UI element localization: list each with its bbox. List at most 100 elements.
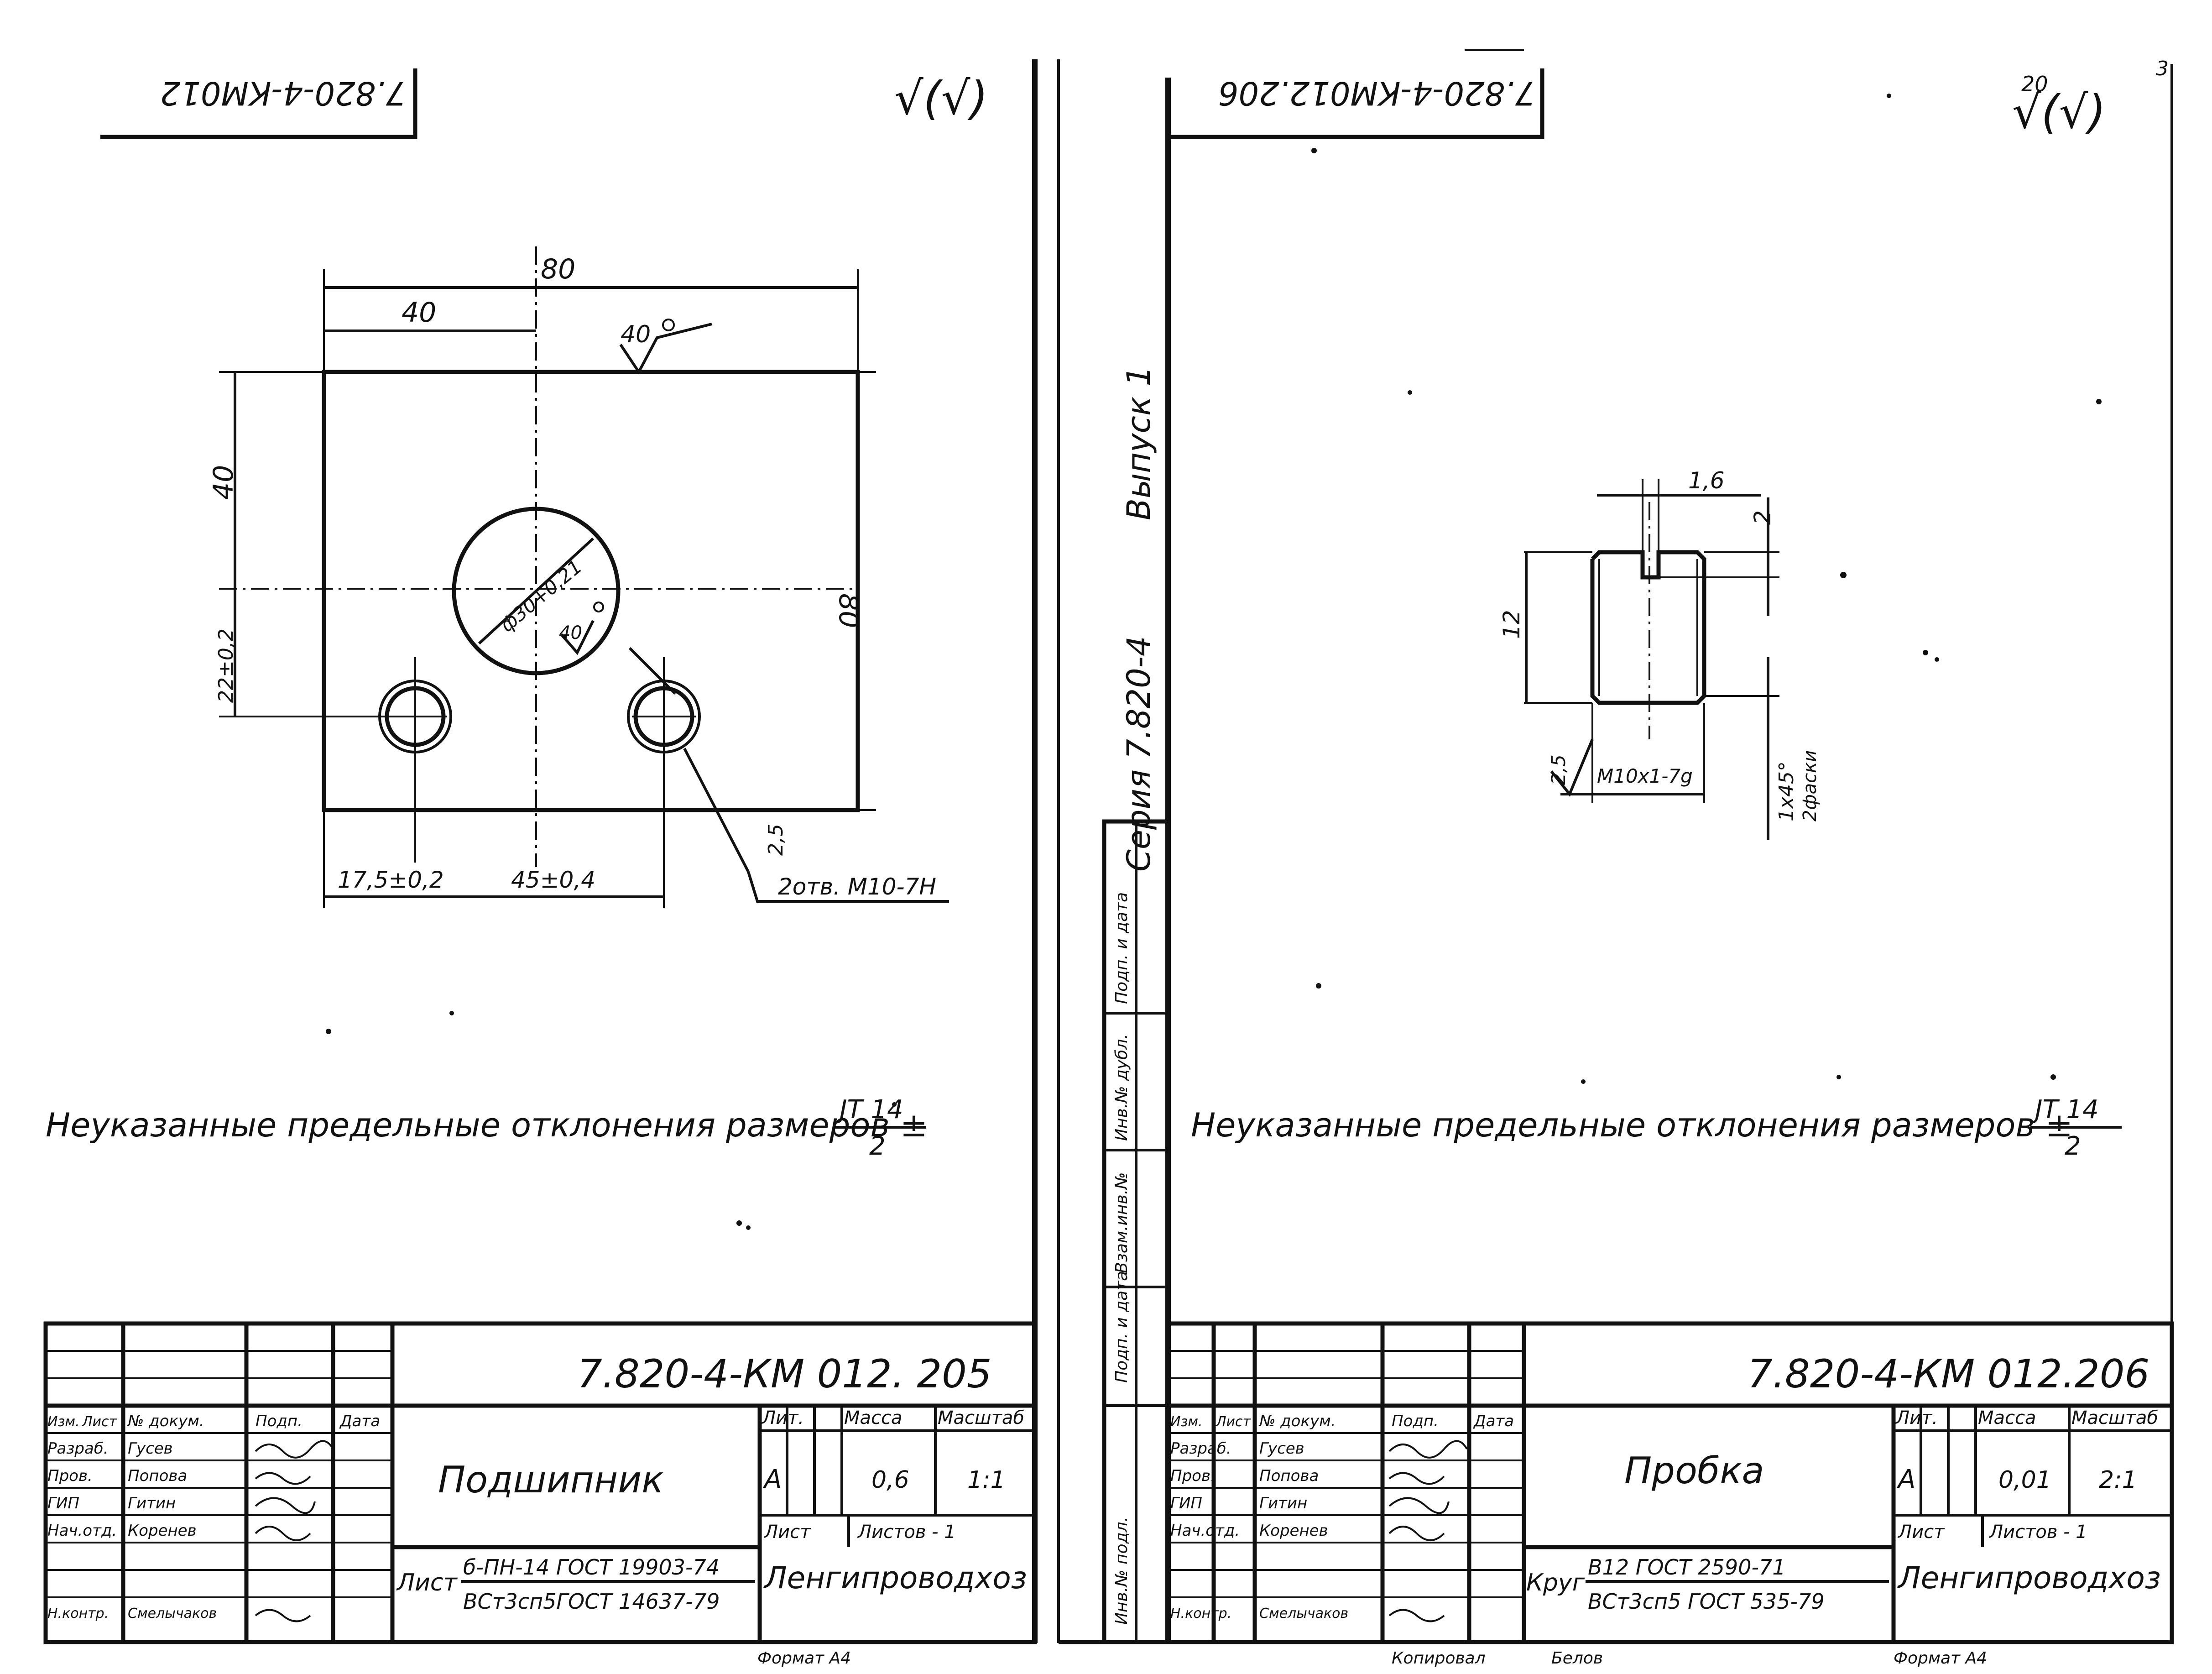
roughness-top: 40 [621, 321, 651, 348]
roughness-num: 20 [2021, 72, 2048, 96]
lit-value: А [1897, 1465, 1915, 1494]
material-bottom: ВСт3сп5 ГОСТ 535-79 [1588, 1589, 1825, 1614]
note-fraction-bottom: 2 [2065, 1131, 2081, 1161]
bearing-plate-drawing: ф30+0,21 80 40 40 80 40 22±0,2 [208, 246, 949, 908]
dim-half-width: 40 [402, 297, 436, 329]
scale-value: 2:1 [2099, 1466, 2137, 1494]
col-docnum: № докум. [1258, 1412, 1336, 1430]
header-scale: Масштаб [2071, 1407, 2158, 1428]
title-block-right: 7.820-4-КМ 012.206 Пробка Лит. Масса Мас… [1166, 1321, 2174, 1668]
tolerance-note-left: Неуказанные предельные отклонения размер… [46, 1095, 928, 1161]
side-stamp-cell: Подп. и дата [1112, 1271, 1131, 1383]
row-role: Пров. [1170, 1467, 1216, 1485]
mass-value: 0,01 [1998, 1466, 2051, 1494]
thread-note: 2отв. М10-7Н [778, 874, 936, 900]
dim-chamfer: 1х45° [1775, 761, 1798, 821]
header-mass: Масса [1978, 1407, 2036, 1428]
page-number: 3 [2156, 57, 2169, 80]
issue-label: Выпуск 1 [1120, 366, 1158, 520]
dim-height-upper: 40 [208, 465, 240, 500]
row-name: Коренев [1259, 1522, 1328, 1540]
note-fraction-bottom: 2 [869, 1131, 886, 1161]
scale-value: 1:1 [967, 1466, 1006, 1494]
title-block-left: 7.820-4-КМ 012. 205 Подшипник Лит. Масса… [43, 1321, 1037, 1668]
row-role: Пров. [47, 1467, 93, 1485]
dim-hole-spacing: 45±0,4 [511, 867, 595, 893]
row-name: Гусев [128, 1439, 173, 1458]
note-fraction-top: JT 14 [2030, 1095, 2099, 1125]
row-role: Разраб. [47, 1439, 109, 1458]
col-sign: Подп. [1392, 1412, 1439, 1430]
scan-specks [326, 94, 2102, 1230]
row-name: Гитин [128, 1494, 176, 1512]
dim-height-total: 80 [833, 593, 865, 628]
col-date: Дата [339, 1412, 380, 1430]
roughness-bore: 40 [559, 623, 582, 643]
side-stamp: Инв.№ подл. Подп. и дата Взам.инв.№ Инв.… [1102, 819, 1170, 1644]
material-prefix: Лист [396, 1569, 458, 1596]
row-name: Гусев [1259, 1439, 1304, 1458]
format-label: Формат А4 [1894, 1649, 1987, 1668]
col-izm: Изм. [47, 1414, 80, 1430]
copied-label: Копировал [1392, 1649, 1486, 1668]
row-role: Нач.отд. [1170, 1522, 1240, 1540]
sheet-left-stamp: 7.820-4-КМ012 √(√) [160, 72, 988, 125]
plug-drawing: 1,6 2 12 1х45° 2фаски М10х1-7g 2,5 [1498, 467, 1821, 840]
header-mass: Масса [844, 1407, 903, 1428]
dim-hole-left: 17,5±0,2 [338, 867, 444, 893]
roughness-mark: √(√) [2012, 85, 2106, 139]
dim-width-total: 80 [541, 253, 575, 285]
row-role: Разраб. [1170, 1439, 1231, 1458]
row-role: ГИП [47, 1494, 79, 1512]
mass-value: 0,6 [871, 1466, 909, 1494]
roughness-value: 2,5 [1547, 754, 1570, 785]
roughness-mark: √(√) [894, 72, 988, 125]
note-fraction-top: JT 14 [835, 1095, 903, 1125]
organization: Ленгипроводхоз [763, 1560, 1027, 1596]
side-stamp-cell: Взам.инв.№ [1112, 1172, 1131, 1273]
doc-number: 7.820-4-КМ 012.206 [1748, 1351, 2149, 1397]
side-stamp-cell: Инв.№ дубл. [1112, 1034, 1131, 1141]
side-stamp-cell: Подп. и дата [1112, 892, 1131, 1004]
part-name: Пробка [1624, 1449, 1764, 1492]
col-list: Лист [1216, 1414, 1252, 1430]
note-text: Неуказанные предельные отклонения размер… [46, 1106, 928, 1144]
code-stamp: 7.820-4-КМ012 [160, 74, 406, 112]
note-text: Неуказанные предельные отклонения размер… [1191, 1106, 2073, 1144]
col-docnum: № докум. [127, 1412, 204, 1430]
material-bottom: ВСт3сп5ГОСТ 14637-79 [463, 1589, 720, 1614]
row-name: Смелычаков [128, 1606, 217, 1622]
col-date: Дата [1473, 1412, 1514, 1430]
sheet-label: Лист [1897, 1522, 1945, 1543]
copied-name: Белов [1551, 1649, 1603, 1668]
material-top: В12 ГОСТ 2590-71 [1588, 1555, 1786, 1580]
dim-chamfer-note: 2фаски [1800, 750, 1821, 821]
doc-number: 7.820-4-КМ 012. 205 [577, 1351, 992, 1397]
series-label: Серия 7.820-4 [1120, 636, 1158, 872]
organization: Ленгипроводхоз [1897, 1560, 2161, 1596]
code-stamp: 7.820-4-КМ012.206 [1218, 74, 1535, 112]
sheet-label: Лист [763, 1522, 811, 1543]
row-name: Коренев [128, 1522, 197, 1540]
roughness-thread: 2,5 [764, 824, 788, 856]
header-lit: Лит. [761, 1407, 804, 1428]
row-name: Попова [1259, 1467, 1319, 1485]
col-izm: Изм. [1170, 1414, 1203, 1430]
part-name: Подшипник [438, 1459, 664, 1501]
row-role: ГИП [1170, 1494, 1202, 1512]
thread-spec: М10х1-7g [1597, 765, 1693, 787]
side-stamp-cell: Инв.№ подл. [1112, 1517, 1131, 1625]
sheets-label: Листов - 1 [857, 1522, 956, 1543]
header-lit: Лит. [1895, 1407, 1938, 1428]
material-prefix: Круг [1526, 1569, 1585, 1596]
row-role: Н.контр. [1170, 1606, 1231, 1622]
dim-length: 12 [1498, 610, 1525, 639]
row-name: Гитин [1259, 1494, 1307, 1512]
format-label: Формат А4 [757, 1649, 851, 1668]
material-top: б-ПН-14 ГОСТ 19903-74 [463, 1555, 720, 1580]
tolerance-note-right: Неуказанные предельные отклонения размер… [1191, 1095, 2122, 1161]
sheets-label: Листов - 1 [1988, 1522, 2087, 1543]
col-sign: Подп. [256, 1412, 303, 1430]
row-name: Попова [128, 1467, 187, 1485]
